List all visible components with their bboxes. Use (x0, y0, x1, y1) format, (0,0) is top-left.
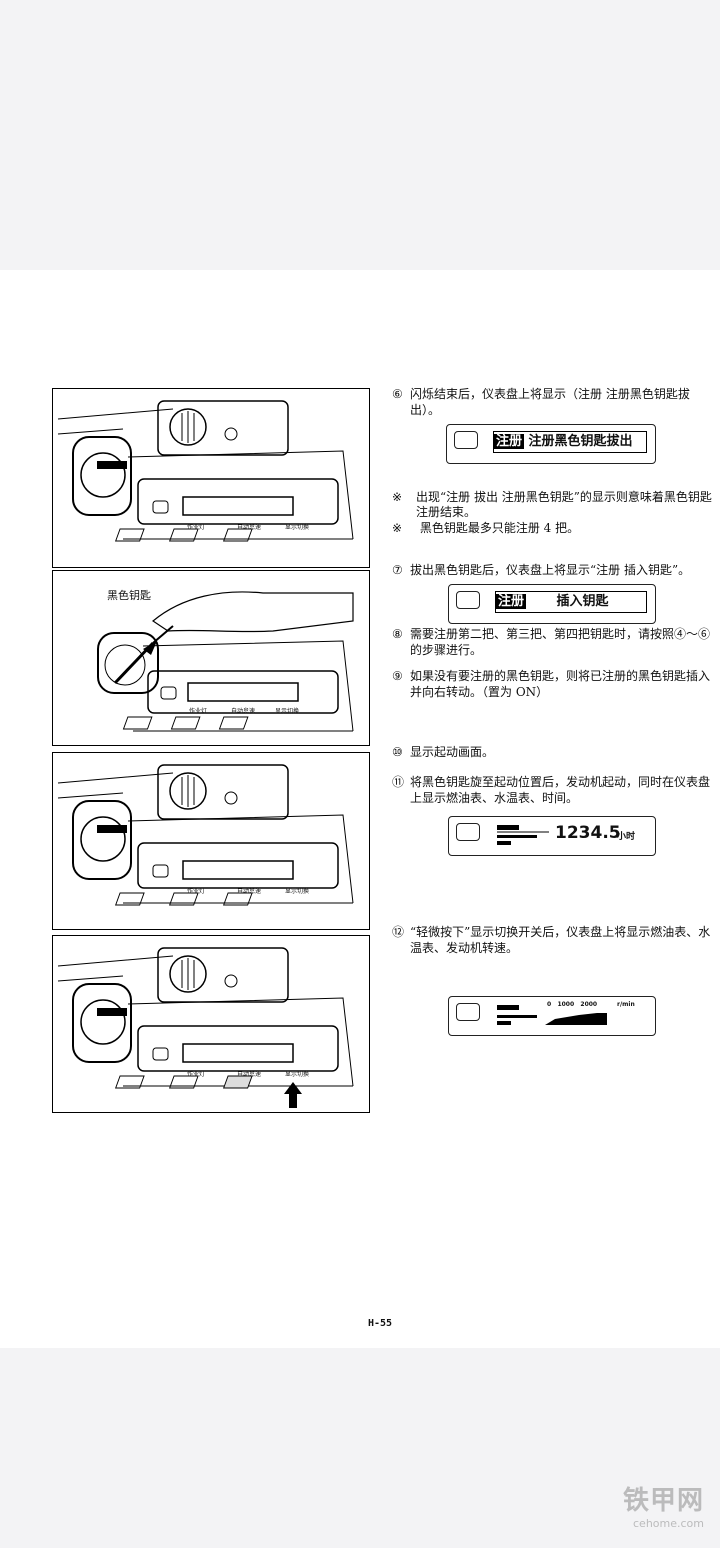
display-message: 注册黑色钥匙拔出 (528, 434, 633, 449)
hour-meter-value: 1234.5 (555, 823, 621, 843)
label-display-switch: 显示切换 (275, 708, 300, 715)
gauge-bars-icon (497, 825, 549, 845)
note-2: ※ 黑色钥匙最多只能注册 4 把。 (392, 521, 580, 535)
label-work-light: 作业灯 (187, 1071, 206, 1078)
step-10: ⑩ 显示起动画面。 (392, 745, 495, 759)
watermark: 铁甲网 cehome.com (622, 1486, 704, 1530)
lcd-display-1: 注册 注册黑色钥匙拔出 (446, 424, 656, 464)
step-12: ⑫ “轻微按下”显示切换开关后，仪表盘上将显示燃油表、水温表、发动机转速。 (392, 925, 711, 955)
step-9: ⑨ 如果没有要注册的黑色钥匙，则将已注册的黑色钥匙插入并向右转动。（置为 ON） (392, 669, 711, 699)
rpm-scale: 0 1000 2000 (547, 1001, 598, 1008)
rpm-unit: r/min (617, 1001, 635, 1008)
display-tag: 注册 (494, 434, 525, 449)
label-work-light: 作业灯 (187, 524, 206, 531)
display-button-icon (456, 823, 480, 841)
step-8: ⑧ 需要注册第二把、第三把、第四把钥匙时，请按照④～⑥的步骤进行。 (392, 627, 711, 657)
page-number: H-55 (368, 1318, 393, 1329)
dashboard-press-illustration (57, 947, 354, 1108)
step-11: ⑪ 将黑色钥匙旋至起动位置后，发动机起动，同时在仪表盘上显示燃油表、水温表、时间… (392, 775, 711, 805)
label-auto-idle: 自动怠速 (237, 524, 262, 531)
display-tag: 注册 (496, 594, 527, 609)
label-work-light: 作业灯 (187, 888, 206, 895)
label-auto-idle: 自动怠速 (237, 888, 262, 895)
label-display-switch: 显示切换 (285, 524, 310, 531)
dashboard-illustration (57, 764, 354, 906)
lcd-display-2: 注册 插入钥匙 (448, 584, 656, 624)
display-button-icon (456, 1003, 480, 1021)
step-6: ⑥ 闪烁结束后，仪表盘上将显示（注册 注册黑色钥匙拔出）。 (392, 387, 690, 417)
label-work-light: 作业灯 (189, 708, 208, 715)
label-display-switch: 显示切换 (285, 1071, 310, 1078)
display-button-icon (456, 591, 480, 609)
illustration-panel-3: 作业灯 自动怠速 显示切换 (52, 752, 370, 930)
illustration-panel-2: 黑色钥匙 作业灯 自动怠速 显示切换 (52, 570, 370, 746)
step-7: ⑦ 拔出黑色钥匙后，仪表盘上将显示“注册 插入钥匙”。 (392, 563, 691, 577)
hour-meter-unit: 小时 (617, 832, 636, 842)
label-auto-idle: 自动怠速 (237, 1071, 262, 1078)
display-message: 插入钥匙 (556, 594, 609, 609)
rpm-gauge-icon (497, 1005, 607, 1025)
black-key-label: 黑色钥匙 (107, 589, 151, 602)
key-removal-illustration (97, 591, 354, 732)
illustration-panel-4: 作业灯 自动怠速 显示切换 (52, 935, 370, 1113)
label-auto-idle: 自动怠速 (231, 708, 256, 715)
dashboard-illustration (57, 400, 354, 542)
display-button-icon (454, 431, 478, 449)
lcd-display-4: 0 1000 2000 r/min (448, 996, 656, 1036)
label-display-switch: 显示切换 (285, 888, 310, 895)
lcd-display-3: 1234.5 小时 (448, 816, 656, 856)
illustration-panel-1: 作业灯 自动怠速 显示切换 (52, 388, 370, 568)
note-1: ※ 出现“注册 拔出 注册黑色钥匙”的显示则意味着黑色钥匙注册结束。 (392, 490, 712, 519)
